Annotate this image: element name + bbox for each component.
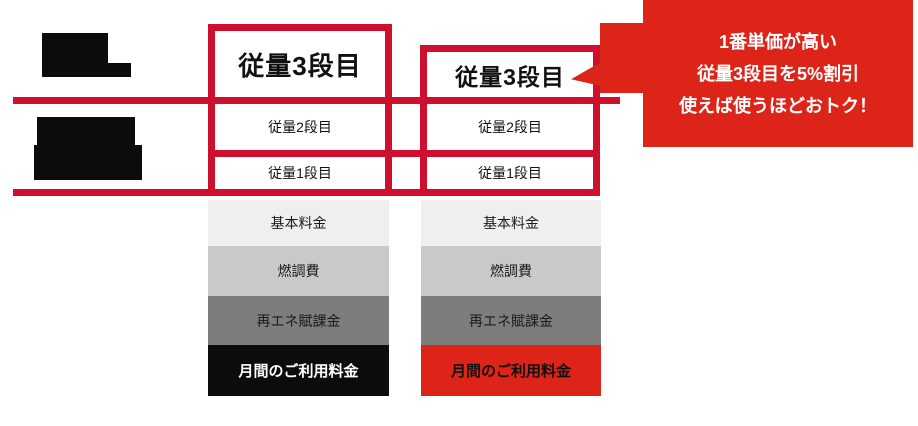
callout-bubble: 1番単価が高い 従量3段目を5%割引 使えば使うほどおトク！ [643,0,913,147]
plan-before-fee-fuel: 燃調費 [208,246,389,296]
plan-after-tier3-cell: 従量3段目 [427,52,593,97]
callout-line-2: 従量3段目を5%割引 [696,63,860,84]
redacted-label-top-tail [108,63,131,77]
plan-after-tier2-cell: 従量2段目 [427,104,593,150]
redacted-label-top [42,33,108,77]
callout-step [600,23,645,93]
plan-after-total: 月間のご利用料金 [421,345,601,396]
plan-before-fee-basic: 基本料金 [208,200,389,246]
plan-before-tier1-cell: 従量1段目 [215,157,385,189]
plan-before-fee-renewable: 再エネ賦課金 [208,296,389,345]
plan-before-total: 月間のご利用料金 [208,345,389,396]
redacted-label-middle-line2 [34,145,142,180]
plan-before-tier-box: 従量3段目 従量2段目 従量1段目 [208,24,392,196]
callout-line-3: 使えば使うほどおトク！ [679,95,877,116]
callout-line-1: 1番単価が高い [718,31,837,52]
plan-after-fee-renewable: 再エネ賦課金 [421,296,601,345]
redacted-label-middle-line1 [37,117,135,145]
plan-after-tier1-cell: 従量1段目 [427,157,593,189]
plan-after-fee-fuel: 燃調費 [421,246,601,296]
plan-before-tier2-cell: 従量2段目 [215,104,385,150]
tier-divider-connector [390,150,423,157]
plan-after-fee-basic: 基本料金 [421,200,601,246]
plan-before-tier3-cell: 従量3段目 [215,31,385,97]
plan-after-tier-box: 従量3段目 従量2段目 従量1段目 [420,45,600,196]
